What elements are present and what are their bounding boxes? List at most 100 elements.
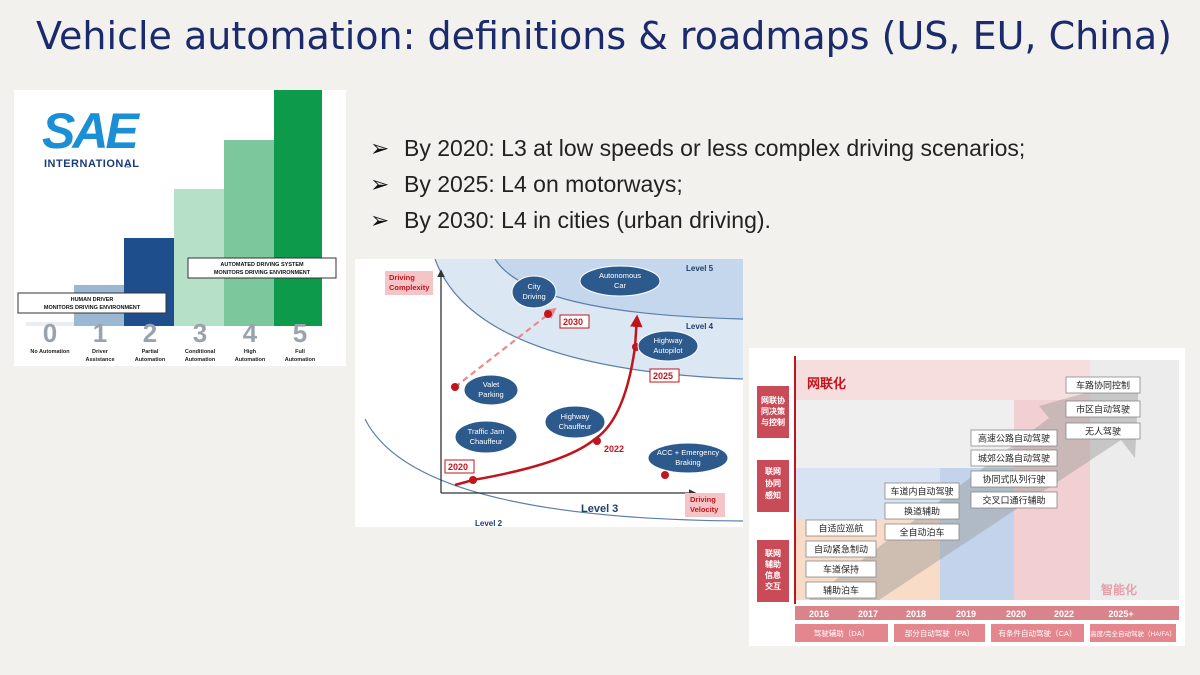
sae-logo: SAE INTERNATIONAL TM bbox=[42, 103, 143, 170]
arrow-bullet-icon: ➢ bbox=[370, 135, 390, 161]
dashed-urban-arrow bbox=[454, 307, 557, 388]
stage-labels: 驾驶辅助（DA）部分自动驾驶（PA）有条件自动驾驶（CA）高度/完全自动驾驶（H… bbox=[795, 624, 1176, 642]
stage-label-3: 高度/完全自动驾驶（HA/FA） bbox=[1090, 629, 1176, 638]
sae-bar-0 bbox=[26, 322, 74, 326]
left-label-3b: 辅助 bbox=[765, 559, 781, 569]
left-label-1c: 与控制 bbox=[761, 417, 785, 427]
col1_items-box-0 bbox=[805, 519, 877, 537]
level5-label: Level 5 bbox=[686, 264, 714, 273]
left-label-box-1 bbox=[757, 386, 789, 438]
level-name-2-b: Automation bbox=[135, 357, 166, 363]
sae-levels-chart: SAE INTERNATIONAL TM HUMAN DRIVER MONITO… bbox=[17, 90, 337, 363]
left-label-2c: 感知 bbox=[765, 490, 781, 500]
level-name-3-b: Automation bbox=[185, 357, 216, 363]
stage-label-1: 部分自动驾驶（PA） bbox=[905, 628, 974, 638]
tag-2025-box bbox=[649, 368, 680, 383]
level-name-4-b: Automation bbox=[235, 357, 266, 363]
city-text-2: Driving bbox=[522, 292, 545, 301]
year-6: 2025+ bbox=[1108, 609, 1133, 619]
level4-label: Level 4 bbox=[686, 322, 714, 331]
year-5: 2022 bbox=[1054, 609, 1074, 619]
level-number-2: 2 bbox=[143, 318, 157, 348]
level-number-3: 3 bbox=[193, 318, 207, 348]
stage-box-3 bbox=[1090, 624, 1176, 642]
col3_items-text-0: 高速公路自动驾驶 bbox=[978, 433, 1050, 444]
stage-label-0: 驾驶辅助（DA） bbox=[814, 628, 869, 638]
sae-logo-tm: TM bbox=[124, 164, 130, 169]
bubble-acc bbox=[647, 442, 729, 474]
col1_items-box-3 bbox=[805, 581, 877, 599]
tag-2020-box bbox=[444, 459, 475, 474]
sae-logo-sub: INTERNATIONAL bbox=[44, 158, 140, 170]
x-axis-label-box bbox=[685, 493, 725, 517]
bubble-autonomous-car bbox=[579, 265, 661, 297]
autonomous-text-2: Car bbox=[614, 281, 627, 290]
level-name-4-a: High bbox=[244, 349, 257, 355]
level-name-1-b: Assistance bbox=[85, 357, 114, 363]
col1_items-text-0: 自适应巡航 bbox=[818, 523, 863, 534]
sae-bar-4 bbox=[224, 140, 274, 326]
col3_items-box-1 bbox=[970, 449, 1058, 467]
china-items: 自适应巡航自动紧急制动车道保持辅助泊车车道内自动驾驶换道辅助全自动泊车高速公路自… bbox=[805, 376, 1141, 599]
year-0: 2016 bbox=[809, 609, 829, 619]
level-name-1-a: Driver bbox=[92, 349, 109, 355]
year-bar bbox=[795, 606, 1179, 620]
human-driver-box bbox=[17, 292, 167, 314]
col2_items-box-2 bbox=[884, 523, 960, 541]
col3_items-text-3: 交叉口通行辅助 bbox=[982, 495, 1045, 506]
connectivity-label: 网联化 bbox=[807, 376, 846, 391]
bullet-2030: ➢By 2030: L4 in cities (urban driving). bbox=[370, 202, 1025, 238]
col1_items-box-1 bbox=[805, 540, 877, 558]
col1_items-text-1: 自动紧急制动 bbox=[814, 544, 868, 555]
sae-logo-mark: SAE bbox=[42, 103, 140, 159]
tag-2025: 2025 bbox=[653, 371, 673, 381]
level2-boundary bbox=[364, 418, 743, 522]
year-3: 2019 bbox=[956, 609, 976, 619]
china-roadmap-svg: 网联协 同决策 与控制 联网 协同 感知 联网 辅助 信息 交互 网联化 智能化… bbox=[757, 356, 1179, 642]
level3-label: Level 3 bbox=[581, 503, 618, 515]
city-text-1: City bbox=[528, 282, 541, 291]
col3_items-box-3 bbox=[970, 491, 1058, 509]
year-1: 2017 bbox=[858, 609, 878, 619]
col3_items-text-1: 城郊公路自动驾驶 bbox=[978, 453, 1050, 464]
intelligence-label: 智能化 bbox=[1100, 582, 1137, 597]
col3_items-box-0 bbox=[970, 429, 1058, 447]
col4_items-text-2: 无人驾驶 bbox=[1085, 426, 1121, 437]
bullet-2020: ➢By 2020: L3 at low speeds or less compl… bbox=[370, 130, 1025, 166]
sae-bar-5 bbox=[274, 90, 322, 326]
col2_items-text-1: 换道辅助 bbox=[904, 506, 940, 517]
col4_items-box-0 bbox=[1065, 376, 1141, 394]
roadmap-bullets: ➢By 2020: L3 at low speeds or less compl… bbox=[370, 130, 1025, 238]
chauffeur-text-1: Highway bbox=[561, 412, 590, 421]
bubble-city-driving bbox=[511, 275, 557, 309]
ads-box bbox=[187, 257, 337, 279]
y-axis-label-box bbox=[385, 271, 433, 295]
left-label-1b: 同决策 bbox=[761, 406, 786, 416]
automation-roadmap-diagram: Driving Complexity Driving Velocity Leve… bbox=[355, 259, 743, 527]
stage-box-1 bbox=[894, 624, 985, 642]
tag-2030-box bbox=[559, 314, 590, 329]
left-label-3c: 信息 bbox=[765, 570, 781, 580]
bubble-valet-parking bbox=[463, 374, 519, 406]
tag-2030: 2030 bbox=[563, 317, 583, 327]
sae-level-labels: 0No Automation1DriverAssistance2PartialA… bbox=[30, 318, 316, 363]
left-label-2a: 联网 bbox=[765, 466, 781, 476]
col2_items-text-2: 全自动泊车 bbox=[899, 527, 944, 538]
y-axis-label-2: Complexity bbox=[389, 283, 430, 292]
human-driver-label-1: HUMAN DRIVER bbox=[71, 297, 114, 303]
y-axis-label-1: Driving bbox=[389, 273, 415, 282]
left-label-box-3 bbox=[757, 540, 789, 602]
bubble-highway-chauffeur bbox=[544, 405, 606, 439]
x-axis-label-2: Velocity bbox=[690, 505, 719, 514]
col3_items-box-2 bbox=[970, 470, 1058, 488]
bullet-2025: ➢By 2025: L4 on motorways; bbox=[370, 166, 1025, 202]
arrow-bullet-icon: ➢ bbox=[370, 171, 390, 197]
level-name-0-a: No Automation bbox=[30, 349, 70, 355]
level-name-2-a: Partial bbox=[142, 349, 159, 355]
year-2: 2018 bbox=[906, 609, 926, 619]
china-roadmap-figure: 网联协 同决策 与控制 联网 协同 感知 联网 辅助 信息 交互 网联化 智能化… bbox=[749, 348, 1185, 646]
stage-box-0 bbox=[795, 624, 888, 642]
point-acc bbox=[661, 471, 669, 479]
autopilot-text-1: Highway bbox=[654, 336, 683, 345]
